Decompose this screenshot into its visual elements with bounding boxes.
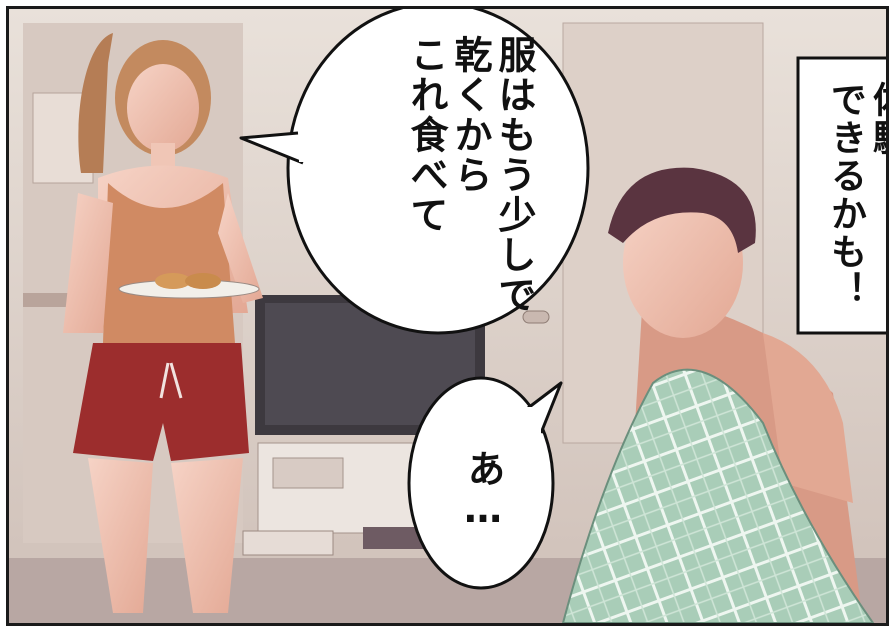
speech-bubble-2-text: あ… <box>461 449 505 531</box>
caption-line-2: できるかも！ <box>825 81 866 309</box>
door-handle <box>522 310 550 324</box>
caption-line-1: 体験 <box>867 81 889 157</box>
stand-shelf <box>272 457 344 489</box>
food-item <box>185 273 221 289</box>
bubble1-line-1: 服はもう少しで <box>492 35 536 315</box>
caption-box-text: 体験 できるかも！ <box>824 81 889 321</box>
man-figure <box>561 167 875 623</box>
woman-figure <box>63 33 263 613</box>
speech-bubble-1 <box>239 9 590 335</box>
bubble1-line-3: これ食べて <box>404 35 448 235</box>
bubble1-line-2: 乾くから <box>448 35 492 195</box>
panel-artwork <box>9 9 886 623</box>
comic-panel: 服はもう少しで 乾くから これ食べて あ… 体験 できるかも！ <box>6 6 889 626</box>
blanket <box>561 368 875 623</box>
speech-bubble-1-text: 服はもう少しで 乾くから これ食べて <box>404 35 536 335</box>
hair <box>608 167 756 253</box>
book-on-floor <box>242 530 334 556</box>
food-item <box>155 273 191 289</box>
speech-bubble-2 <box>407 376 563 590</box>
caption-box <box>796 56 886 335</box>
